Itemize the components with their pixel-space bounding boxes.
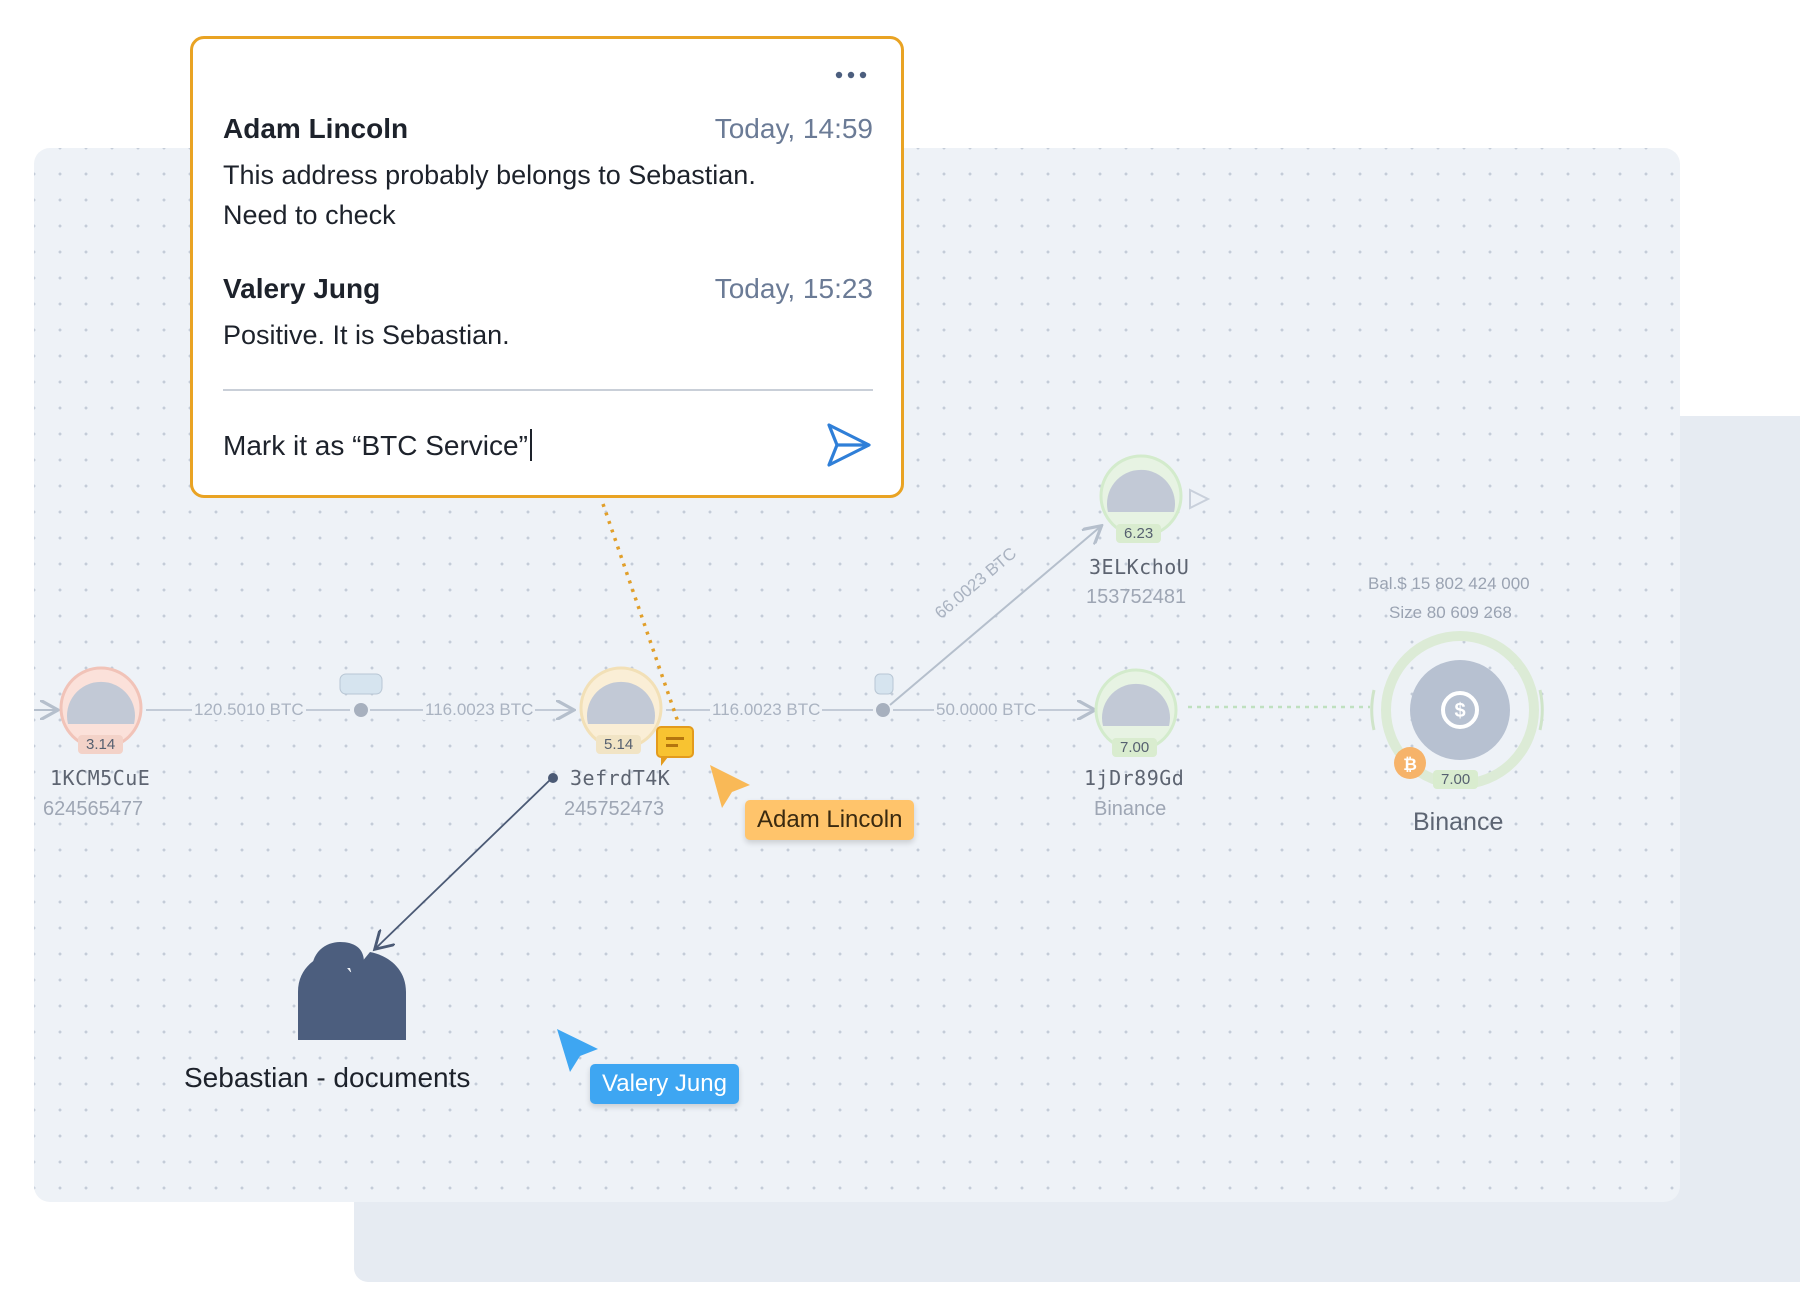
reply-input[interactable]: Mark it as “BTC Service”: [223, 429, 532, 462]
edge-amount: 120.5010 BTC: [192, 700, 306, 720]
node-address[interactable]: 3efrdT4K: [570, 766, 671, 790]
cursor-label-valery: Valery Jung: [590, 1064, 739, 1104]
node-sub-label: Binance: [1094, 798, 1167, 820]
comment-author: Adam Lincoln: [223, 113, 409, 144]
person-icon: [298, 942, 406, 1040]
comment-text-line: Need to check: [223, 200, 396, 230]
comment-icon[interactable]: [656, 726, 694, 766]
comment-time: Today, 14:59: [714, 113, 873, 144]
comment-text: This address probably belongs to Sebasti…: [223, 155, 756, 235]
more-options-icon[interactable]: [833, 67, 869, 83]
edge-amount: 50.0000 BTC: [934, 700, 1039, 720]
comment-text-line: Positive. It is Sebastian.: [223, 320, 510, 350]
divider: [223, 389, 873, 391]
node-address[interactable]: 1jDr89Gd: [1084, 766, 1185, 790]
send-icon[interactable]: [825, 421, 873, 469]
text-caret: [529, 429, 532, 461]
node-address[interactable]: 3ELKchoU: [1089, 555, 1190, 579]
edge-amount: 116.0023 BTC: [710, 700, 823, 720]
node-address[interactable]: 1KCM5CuE: [50, 766, 151, 790]
person-label[interactable]: Sebastian - documents: [184, 1062, 471, 1093]
cursor-icon-valery: [557, 1029, 598, 1072]
node-score-badge: 3.14: [78, 735, 124, 754]
node-score-badge: 6.23: [1116, 524, 1162, 543]
exchange-name[interactable]: Binance: [1413, 808, 1504, 836]
node-sub-label: 245752473: [564, 798, 665, 820]
node-sub-label: 153752481: [1086, 586, 1187, 608]
comment-time: Today, 15:23: [714, 273, 873, 304]
node-score-badge: 7.00: [1112, 738, 1158, 757]
node-sub-label: 624565477: [43, 798, 144, 820]
svg-text:₿: ₿: [1403, 755, 1417, 774]
reply-input-value: Mark it as “BTC Service”: [223, 430, 528, 461]
cursor-icon-adam: [710, 765, 750, 808]
comment-author: Valery Jung: [223, 273, 381, 304]
cursor-label-adam: Adam Lincoln: [745, 800, 915, 840]
comment-text: Positive. It is Sebastian.: [223, 315, 510, 355]
edge-amount: 116.0023 BTC: [423, 700, 536, 720]
exchange-size: Size 80 609 268: [1389, 603, 1512, 622]
comment-text-line: This address probably belongs to Sebasti…: [223, 160, 756, 190]
exchange-balance: Bal.$ 15 802 424 000: [1368, 574, 1530, 593]
node-score-badge: 5.14: [596, 735, 642, 754]
exchange-score-badge: 7.00: [1433, 770, 1479, 789]
svg-text:$: $: [1454, 700, 1465, 722]
comment-thread-card: Adam Lincoln Today, 14:59 This address p…: [190, 36, 904, 498]
